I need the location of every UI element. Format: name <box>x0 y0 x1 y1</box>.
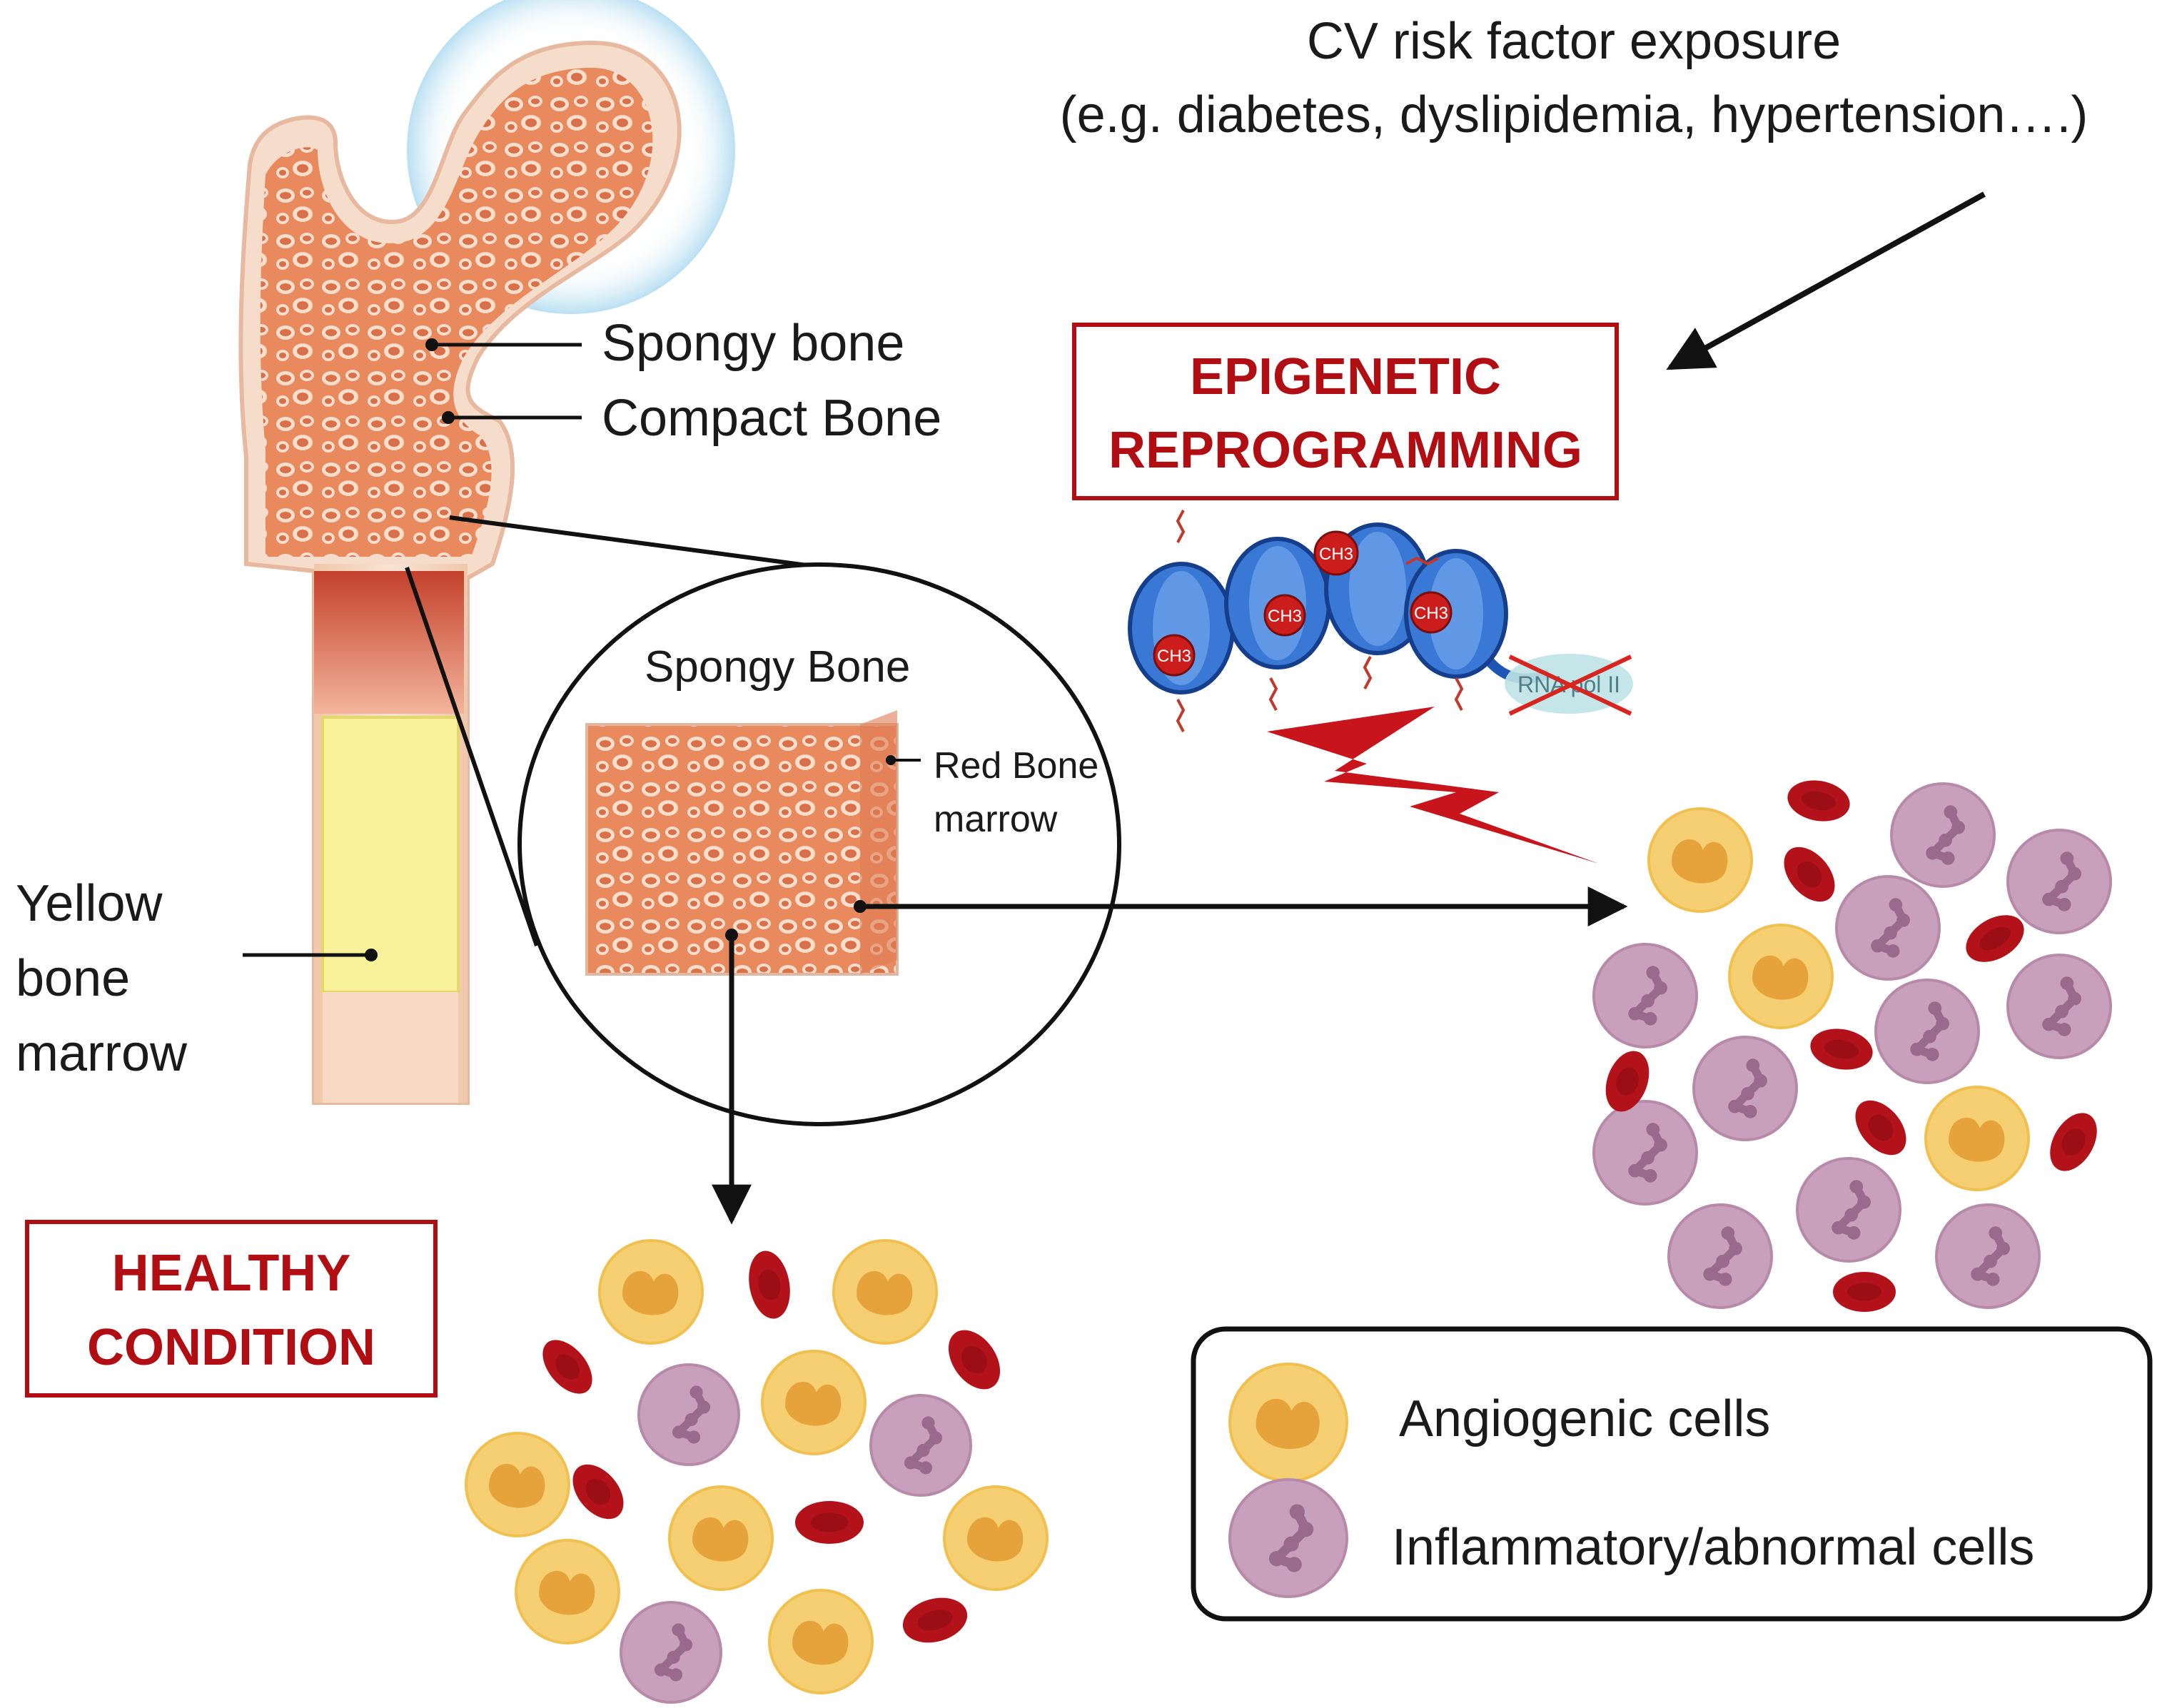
epigenetic-label-line1: EPIGENETIC <box>1190 348 1501 405</box>
red-blood-cell <box>542 1340 592 1394</box>
nucleosome-4 <box>1404 549 1508 679</box>
compact-bone-label: Compact Bone <box>602 390 941 447</box>
red-blood-cell <box>1605 1051 1650 1112</box>
methyl-group-1: CH3 <box>1153 634 1196 677</box>
red-marrow-label-line1: Red Bone <box>934 745 1098 787</box>
yellow-marrow-label-line3: marrow <box>16 1025 188 1082</box>
red-blood-cell <box>749 1250 790 1319</box>
lightning-bolt-icon <box>1267 707 1599 864</box>
red-blood-cell <box>1833 1272 1896 1312</box>
red-blood-cell <box>1855 1100 1906 1156</box>
zoom-title: Spongy Bone <box>645 642 910 692</box>
rna-polymerase-blocked: RNA pol II <box>1505 654 1633 716</box>
inflammatory-cell <box>1592 1100 1698 1206</box>
svg-text:CH3: CH3 <box>1157 647 1191 666</box>
inflammatory-cell <box>1890 782 1996 888</box>
legend-angiogenic-label: Angiogenic cells <box>1399 1390 1770 1447</box>
angiogenic-cell <box>515 1539 620 1644</box>
angiogenic-cell <box>1647 807 1753 913</box>
legend-box <box>1191 1326 2153 1622</box>
inflammatory-cell <box>1692 1036 1798 1141</box>
inflammatory-cell <box>1796 1157 1901 1263</box>
cell-clusters <box>465 780 2112 1704</box>
red-marrow-cavity <box>314 571 464 714</box>
risk-arrow <box>1666 191 1986 370</box>
angiogenic-cell <box>1728 924 1834 1029</box>
femur-spongy-region <box>260 68 653 557</box>
red-blood-cell <box>1787 780 1850 822</box>
red-blood-cell <box>795 1501 864 1544</box>
spongy-bone-label: Spongy bone <box>602 315 904 372</box>
inflammatory-cell-icon <box>1228 1478 1348 1598</box>
angiogenic-cell <box>1228 1363 1348 1482</box>
svg-text:CH3: CH3 <box>1268 607 1302 626</box>
zoom-line-bottom <box>405 567 539 946</box>
femur-illustration <box>238 0 735 1105</box>
inflammatory-cell <box>1835 875 1941 981</box>
diseased-marrow-cluster <box>1592 780 2112 1312</box>
red-blood-cell <box>572 1464 624 1520</box>
red-blood-cell <box>2050 1113 2097 1171</box>
red-blood-cell <box>902 1597 968 1643</box>
inflammatory-cell <box>2006 829 2112 934</box>
inflammatory-cell <box>1667 1203 1773 1309</box>
angiogenic-cell <box>1924 1086 2030 1191</box>
healthy-label-line1: HEALTHY <box>112 1245 351 1302</box>
healthy-condition-box <box>25 1220 438 1398</box>
inflammatory-cell <box>1228 1478 1348 1598</box>
yellow-marrow-leader-dot <box>365 949 378 961</box>
spongy-bone-block <box>585 710 899 976</box>
angiogenic-cell <box>598 1239 704 1345</box>
legend-inflammatory-label: Inflammatory/abnormal cells <box>1392 1519 2034 1576</box>
svg-text:CH3: CH3 <box>1414 604 1448 623</box>
methyl-group-2: CH3 <box>1263 594 1306 637</box>
yellow-marrow-cavity <box>321 716 460 994</box>
angiogenic-cell <box>943 1485 1049 1591</box>
red-marrow-label-line2: marrow <box>934 799 1058 840</box>
methyl-group-3: CH3 <box>1313 530 1359 576</box>
angiogenic-cell <box>768 1589 874 1694</box>
arrow-origin-down <box>725 929 738 941</box>
inflammatory-cell <box>1592 943 1698 1048</box>
svg-text:CH3: CH3 <box>1319 545 1353 564</box>
inflammatory-cell <box>1935 1203 2041 1309</box>
methyl-group-4: CH3 <box>1410 591 1453 634</box>
angiogenic-cell <box>668 1485 774 1591</box>
inflammatory-cell <box>620 1601 722 1704</box>
red-blood-cell <box>1810 1029 1873 1070</box>
angiogenic-cell-icon <box>1228 1363 1348 1482</box>
compact-bone-leader-dot <box>442 411 455 424</box>
healthy-marrow-cluster <box>465 1239 1049 1704</box>
chromatin-illustration: CH3 CH3 CH3 CH3 RNA pol II <box>1128 510 1633 732</box>
shaft-lower <box>323 992 458 1103</box>
risk-factor-title: CV risk factor exposure <box>1307 13 1841 70</box>
epigenetic-box <box>1072 323 1619 500</box>
inflammatory-cell <box>637 1363 740 1466</box>
angiogenic-cell <box>832 1239 938 1345</box>
histone-tails <box>1176 510 1464 732</box>
yellow-marrow-label-line2: bone <box>16 950 130 1007</box>
inflammatory-cell <box>2006 954 2112 1059</box>
epigenetic-label-line2: REPROGRAMMING <box>1108 422 1582 479</box>
yellow-marrow-label-line1: Yellow <box>16 875 163 932</box>
red-blood-cell <box>1784 847 1835 902</box>
healthy-label-line2: CONDITION <box>87 1319 375 1376</box>
inflammatory-cell <box>1874 979 1980 1084</box>
angiogenic-cell <box>761 1350 867 1455</box>
angiogenic-cell <box>465 1432 570 1537</box>
red-marrow-leader-dot <box>886 755 896 765</box>
spongy-bone-leader-dot <box>425 338 438 351</box>
risk-factor-examples: (e.g. diabetes, dyslipidemia, hypertensi… <box>1060 86 2088 143</box>
arrow-origin-right <box>854 900 867 913</box>
inflammatory-cell <box>869 1394 972 1497</box>
red-blood-cell <box>948 1330 1001 1390</box>
red-blood-cell <box>1966 915 2024 962</box>
